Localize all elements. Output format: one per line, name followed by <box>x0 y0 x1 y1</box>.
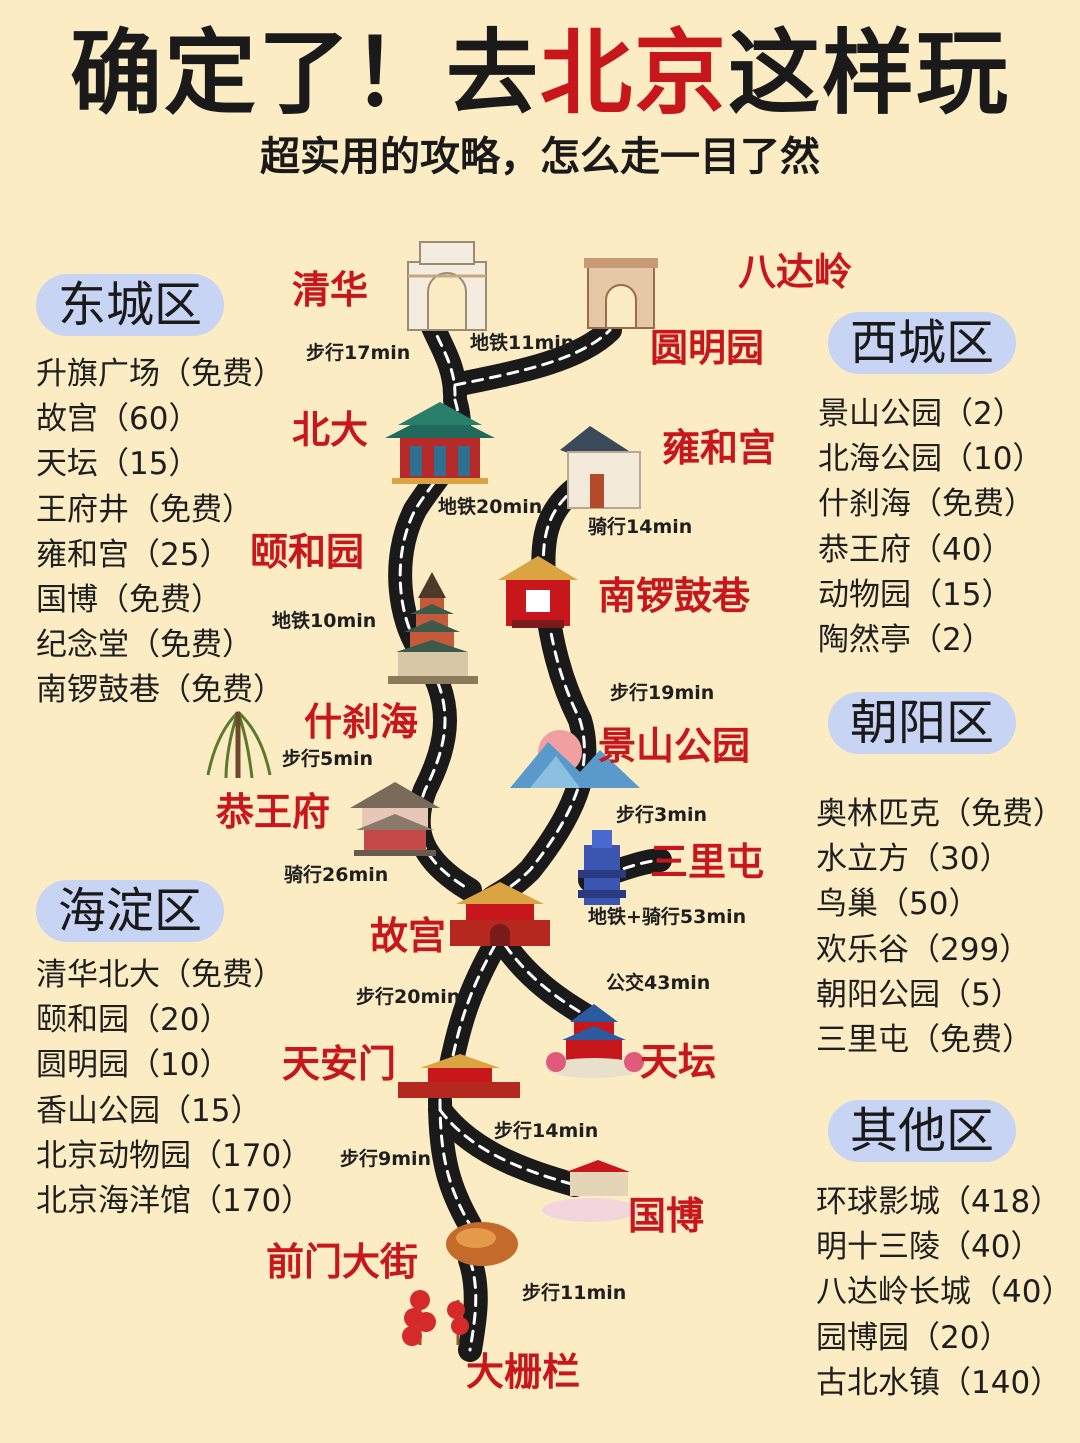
route-yuanmingyuan-qinghua: 地铁11min <box>470 332 575 354</box>
palace-gate-icon <box>450 882 550 946</box>
district-others-list: 环球影城（418） 明十三陵（40） 八达岭长城（40） 园博园（20） 古北水镇（14… <box>816 1180 1072 1406</box>
district-item: 圆明园（10） <box>36 1047 231 1084</box>
district-item: 北京海洋馆（170） <box>36 1183 313 1220</box>
route-gugong-tiananmen: 步行20min <box>356 986 461 1008</box>
place-shichahai: 什刹海 <box>304 700 419 744</box>
place-guobo: 国博 <box>628 1194 705 1238</box>
district-item: 雍和宫（25） <box>36 536 231 573</box>
place-yuanmingyuan: 圆明园 <box>650 326 765 370</box>
blue-tower-icon <box>578 830 626 905</box>
place-yonghegong: 雍和宫 <box>662 426 777 470</box>
district-item: 朝阳公园（5） <box>816 976 1022 1013</box>
place-dashilan: 大栅栏 <box>466 1350 581 1394</box>
page-subtitle: 超实用的攻略，怎么走一目了然 <box>260 134 820 180</box>
district-xicheng-title: 西城区 <box>828 312 1017 374</box>
route-qinghua-beida: 步行17min <box>306 342 411 364</box>
place-qianmen: 前门大街 <box>266 1240 419 1284</box>
tiananmen-gate-icon <box>398 1054 520 1098</box>
district-item: 八达岭长城（40） <box>816 1274 1073 1311</box>
district-item: 三里屯（免费） <box>816 1022 1033 1059</box>
district-item: 清华北大（免费） <box>36 957 284 993</box>
place-tiananmen: 天安门 <box>282 1042 397 1086</box>
district-item: 水立方（30） <box>816 841 1011 878</box>
district-dongcheng-list: 升旗广场（免费） 故宫（60） 天坛（15） 王府井（免费） 雍和宫（25） 国博（免费）… <box>36 352 284 714</box>
route-nanluo-jingshan: 步行19min <box>610 682 715 704</box>
paris-arch-icon <box>584 258 658 329</box>
district-item: 王府井（免费） <box>36 491 253 528</box>
gate-icon <box>498 556 578 628</box>
round-pavilion-icon <box>350 782 440 856</box>
candied-haws-icon <box>402 1290 469 1346</box>
temple-of-heaven-icon <box>546 1004 644 1078</box>
district-item: 鸟巢（50） <box>816 886 980 923</box>
house-icon <box>560 426 641 509</box>
route-yiheyuan-shichahai: 地铁10min <box>272 610 377 632</box>
tower-pagoda-icon <box>388 572 478 684</box>
district-item: 古北水镇（140） <box>816 1364 1062 1401</box>
route-tiananmen-guobo: 步行14min <box>494 1120 599 1142</box>
route-qianmen-dashilan: 步行11min <box>522 1282 627 1304</box>
district-haidian-list: 清华北大（免费） 颐和园（20） 圆明园（10） 香山公园（15） 北京动物园（170）… <box>36 953 312 1224</box>
place-gongwangfu: 恭王府 <box>216 790 331 834</box>
title-highlight: 北京 <box>539 20 728 127</box>
museum-icon <box>542 1160 638 1222</box>
district-item: 欢乐谷（299） <box>816 931 1031 968</box>
title-part2: 这样玩 <box>728 20 1011 127</box>
district-item: 天坛（15） <box>36 446 200 483</box>
place-sanlitun: 三里屯 <box>650 840 765 884</box>
route-sanlitun-gugong: 地铁+骑行53min <box>588 906 747 928</box>
route-beida-yiheyuan: 地铁20min <box>438 496 543 518</box>
district-item: 纪念堂（免费） <box>36 627 253 664</box>
route-gongwangfu-gugong: 骑行26min <box>284 864 389 886</box>
roast-duck-icon <box>446 1222 518 1266</box>
route-jingshan-sanlitun: 步行3min <box>616 804 708 826</box>
page-title: 确定了！去北京这样玩 <box>0 14 1080 134</box>
place-nanluoguxiang: 南锣鼓巷 <box>598 574 751 618</box>
place-tiantan: 天坛 <box>640 1040 717 1084</box>
district-item: 明十三陵（40） <box>816 1229 1042 1266</box>
district-item: 北京动物园（170） <box>36 1137 313 1174</box>
district-item: 恭王府（40） <box>818 531 1013 568</box>
district-others-title: 其他区 <box>828 1100 1017 1162</box>
pagoda-pavilion-icon <box>385 402 495 484</box>
district-item: 南锣鼓巷（免费） <box>36 672 284 709</box>
district-item: 陶然亭（2） <box>818 622 993 659</box>
district-item: 国博（免费） <box>36 582 222 619</box>
willow-tree-icon <box>206 710 272 779</box>
district-xicheng-list: 景山公园（2） 北海公园（10） 什刹海（免费） 恭王府（40） 动物园（15） 陶然亭（… <box>818 392 1043 663</box>
district-haidian-title: 海淀区 <box>36 880 225 942</box>
district-dongcheng-title: 东城区 <box>36 274 225 336</box>
district-item: 颐和园（20） <box>36 1002 231 1039</box>
route-yonghegong-nanluo: 骑行14min <box>588 516 693 538</box>
district-chaoyang-list: 奥林匹克（免费） 水立方（30） 鸟巢（50） 欢乐谷（299） 朝阳公园（5） 三里屯（… <box>816 792 1064 1063</box>
district-item: 什刹海（免费） <box>818 486 1035 523</box>
district-item: 奥林匹克（免费） <box>816 796 1064 832</box>
district-item: 动物园（15） <box>818 576 1013 613</box>
arch-icon <box>407 241 487 331</box>
route-shichahai-gongwangfu: 步行5min <box>282 748 374 770</box>
district-item: 升旗广场（免费） <box>36 356 284 392</box>
district-item: 园博园（20） <box>816 1319 1011 1356</box>
place-jingshan: 景山公园 <box>598 724 751 768</box>
place-qinghua: 清华 <box>292 268 369 312</box>
district-item: 环球影城（418） <box>816 1184 1062 1220</box>
district-item: 故宫（60） <box>36 401 200 438</box>
district-item: 景山公园（2） <box>818 396 1024 432</box>
place-beida: 北大 <box>292 408 369 452</box>
mountain-sun-icon <box>510 730 640 788</box>
place-gugong: 故宫 <box>370 914 447 958</box>
district-item: 香山公园（15） <box>36 1092 262 1129</box>
title-part1: 确定了！去 <box>69 20 540 127</box>
route-gugong-tiantan: 公交43min <box>606 972 711 994</box>
place-yiheyuan: 颐和园 <box>250 530 365 574</box>
place-badaling: 八达岭 <box>738 250 853 294</box>
district-chaoyang-title: 朝阳区 <box>828 692 1017 754</box>
route-tiananmen-qianmen: 步行9min <box>340 1148 432 1170</box>
district-item: 北海公园（10） <box>818 441 1044 478</box>
